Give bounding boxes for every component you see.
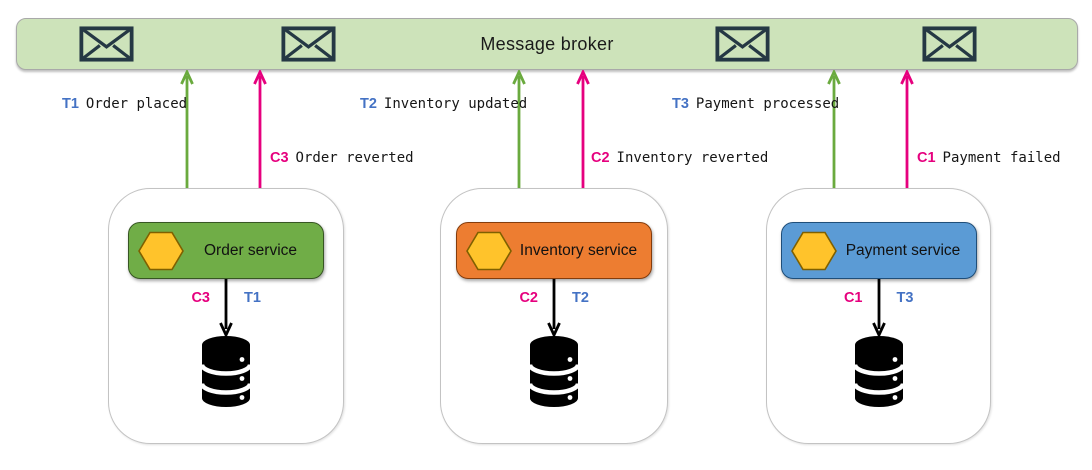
service-name: Payment service xyxy=(845,241,961,259)
database-icon xyxy=(199,335,253,409)
compensation-id: C1 xyxy=(917,150,936,166)
hexagon-icon xyxy=(138,231,184,271)
envelope-icon xyxy=(79,25,134,63)
label-order-reverted: C3 Order reverted xyxy=(270,149,414,166)
transaction-text: Inventory updated xyxy=(383,96,528,112)
compensation-arrow-c1 xyxy=(900,70,914,188)
service-to-db-arrow xyxy=(871,279,887,337)
compensation-id: C2 xyxy=(591,150,610,166)
label-inventory-updated: T2 Inventory updated xyxy=(360,95,527,112)
envelope-icon xyxy=(281,25,336,63)
compensation-id: C1 xyxy=(843,290,863,306)
transaction-arrow-t2 xyxy=(512,70,526,188)
transaction-id: T2 xyxy=(360,96,377,112)
database-icon xyxy=(527,335,581,409)
compensation-arrow-c3 xyxy=(253,70,267,188)
label-payment-failed: C1 Payment failed xyxy=(917,149,1061,166)
payment-service-box: Payment service xyxy=(780,222,977,279)
compensation-id: C2 xyxy=(519,290,538,306)
label-order-placed: T1 Order placed xyxy=(62,95,187,112)
service-name: Inventory service xyxy=(519,241,638,259)
message-broker-title: Message broker xyxy=(480,33,614,54)
transaction-id: T1 xyxy=(62,96,79,112)
order-service-box: Order service xyxy=(128,222,324,279)
envelope-icon xyxy=(715,25,770,63)
inventory-service-container: Inventory service C2 T2 xyxy=(440,188,668,444)
transaction-id: T1 xyxy=(244,290,261,306)
transaction-id: T3 xyxy=(896,290,914,306)
service-name: Order service xyxy=(203,241,298,259)
label-inventory-reverted: C2 Inventory reverted xyxy=(591,149,768,166)
payment-service-container: Payment service C1 T3 xyxy=(766,188,991,444)
transaction-text: Order placed xyxy=(85,96,188,112)
database-icon xyxy=(852,335,906,409)
envelope-icon xyxy=(922,25,977,63)
compensation-text: Payment failed xyxy=(942,150,1061,166)
compensation-text: Order reverted xyxy=(295,150,414,166)
message-broker-bar: Message broker xyxy=(16,18,1078,70)
label-payment-processed: T3 Payment processed xyxy=(672,95,839,112)
hexagon-icon xyxy=(466,231,512,271)
compensation-arrow-c2 xyxy=(576,70,590,188)
compensation-id: C3 xyxy=(191,290,210,306)
order-service-container: Order service C3 T1 xyxy=(108,188,344,444)
transaction-id: T2 xyxy=(572,290,589,306)
transaction-id: T3 xyxy=(672,96,689,112)
service-to-db-arrow xyxy=(218,279,234,337)
inventory-service-box: Inventory service xyxy=(456,222,652,279)
hexagon-icon xyxy=(790,231,837,271)
transaction-text: Payment processed xyxy=(695,96,840,112)
compensation-text: Inventory reverted xyxy=(616,150,769,166)
service-to-db-arrow xyxy=(546,279,562,337)
transaction-arrow-t3 xyxy=(827,70,841,188)
transaction-arrow-t1 xyxy=(180,70,194,188)
compensation-id: C3 xyxy=(270,150,289,166)
